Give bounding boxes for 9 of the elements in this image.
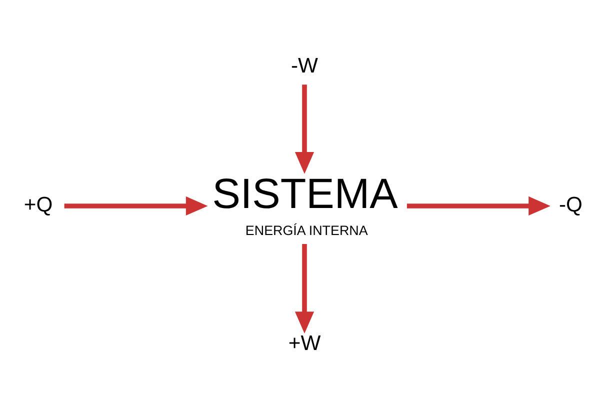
node-text: +Q <box>24 193 53 216</box>
node-text: +W <box>288 332 321 356</box>
arrow <box>64 196 208 216</box>
arrow <box>294 84 314 174</box>
node-text: -Q <box>558 193 582 216</box>
arrow <box>294 244 314 334</box>
arrow <box>406 196 550 216</box>
node-text: SISTEMA ENERGÍA INTERNA <box>212 170 398 238</box>
node-text: -W <box>291 54 318 78</box>
